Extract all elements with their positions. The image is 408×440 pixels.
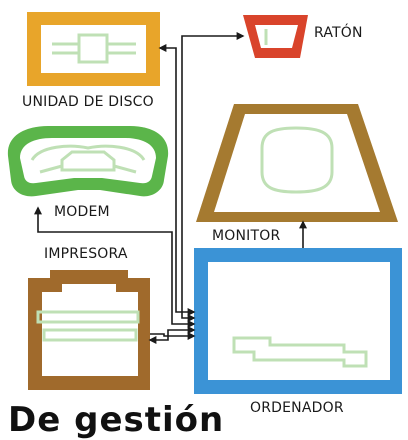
printer-label: IMPRESORA bbox=[44, 246, 128, 262]
computer-icon bbox=[194, 248, 402, 394]
connector-lines bbox=[34, 32, 307, 344]
footer-heading: De gestión bbox=[8, 400, 225, 440]
computer-label: ORDENADOR bbox=[250, 400, 344, 416]
modem-icon bbox=[7, 126, 169, 197]
mouse-icon bbox=[243, 15, 308, 58]
disk-drive-icon bbox=[27, 12, 160, 86]
connector-modem bbox=[34, 206, 196, 328]
mouse-label: RATÓN bbox=[314, 25, 363, 41]
disk-drive-label: UNIDAD DE DISCO bbox=[22, 94, 154, 110]
monitor-icon bbox=[196, 104, 398, 222]
printer-icon bbox=[28, 270, 150, 390]
modem-label: MODEM bbox=[54, 204, 110, 220]
connector-printer bbox=[148, 326, 196, 344]
connector-disk bbox=[158, 44, 196, 316]
monitor-label: MONITOR bbox=[212, 228, 281, 244]
diagram-canvas bbox=[7, 12, 402, 394]
